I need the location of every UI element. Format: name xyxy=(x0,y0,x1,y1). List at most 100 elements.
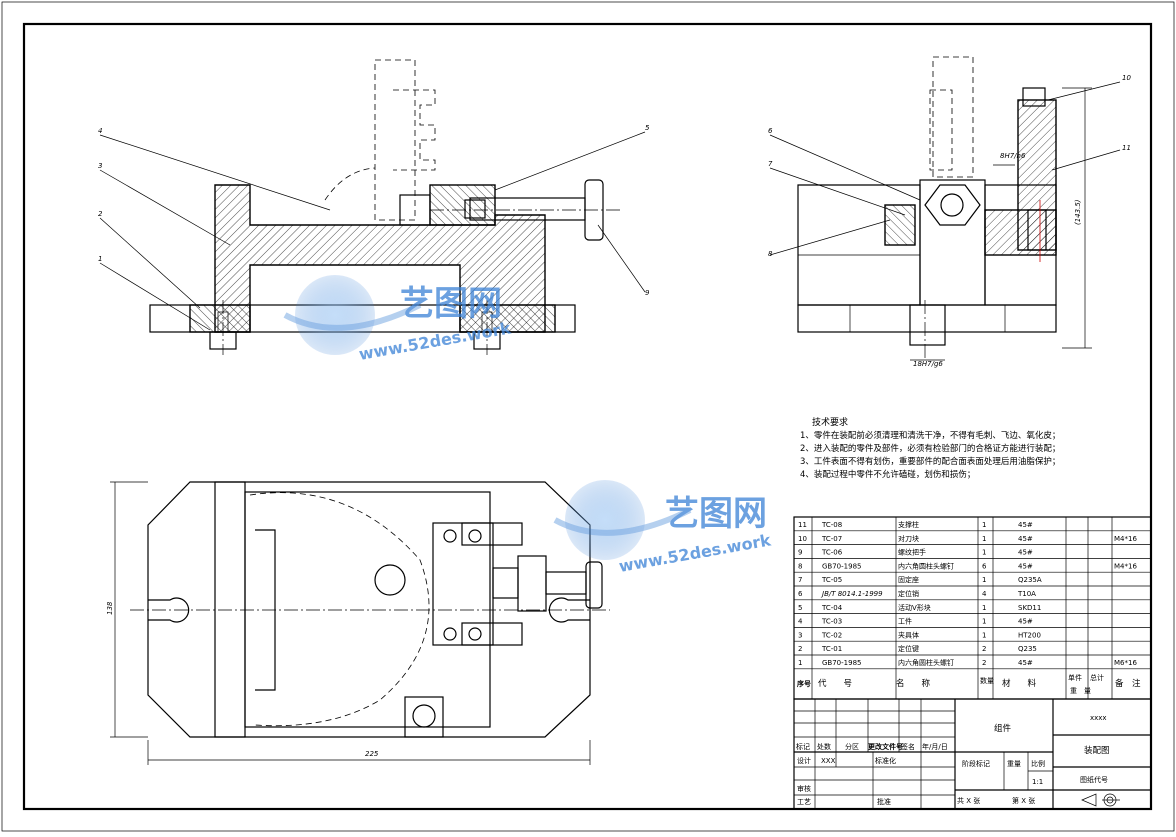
balloon-4: 4 xyxy=(98,127,102,135)
watermark-2-cn: 艺图网 xyxy=(665,494,767,534)
bom-header-note: 备 注 xyxy=(1115,678,1141,689)
bom-cell-material: SKD11 xyxy=(1018,604,1041,612)
balloon-11: 11 xyxy=(1122,144,1131,152)
tb-approve: 批准 xyxy=(877,797,891,806)
tb-label-sign: 签名 xyxy=(901,742,915,751)
tech-req-line-3: 3、工件表面不得有划伤，重要部件的配合面表面处理后用油脂保护； xyxy=(800,456,1060,467)
bom-cell-note: M6*16 xyxy=(1114,659,1137,667)
bom-cell-code: TC-02 xyxy=(821,631,842,639)
bom-cell-qty: 1 xyxy=(982,618,986,626)
bom-cell-code: GB70-1985 xyxy=(822,562,861,570)
bom-cell-name: 活动V形块 xyxy=(898,603,931,612)
bom-cell-no: 11 xyxy=(798,521,807,529)
dim-plan-height: 138 xyxy=(106,601,114,615)
bom-cell-code: TC-01 xyxy=(821,645,842,653)
tb-assembly: 组件 xyxy=(994,723,1012,734)
bom-cell-code: TC-03 xyxy=(821,618,842,626)
tb-drawing-code: 图纸代号 xyxy=(1080,775,1108,784)
balloon-9: 9 xyxy=(645,289,650,297)
watermark-2: 艺图网 www.52des.work xyxy=(553,480,773,576)
bom-cell-qty: 1 xyxy=(982,535,986,543)
bom-cell-code: TC-05 xyxy=(821,576,842,584)
bom-cell-no: 9 xyxy=(798,549,802,557)
bom-cell-no: 8 xyxy=(798,562,802,570)
bom-cell-material: 45# xyxy=(1018,535,1033,543)
bom-cell-no: 3 xyxy=(798,631,802,639)
tb-label-mark: 标记 xyxy=(796,742,810,751)
bom-header-no: 序号 xyxy=(796,679,811,688)
tb-stage: 阶段标记 xyxy=(962,759,990,768)
bom-cell-name: 螺纹把手 xyxy=(898,548,926,557)
bom-cell-qty: 2 xyxy=(982,645,986,653)
watermark-1-url: www.52des.work xyxy=(357,318,512,363)
tb-drawing-name: 装配图 xyxy=(1084,745,1110,756)
balloon-8: 8 xyxy=(768,250,773,258)
watermark-1: 艺图网 www.52des.work xyxy=(283,275,513,364)
drawing-frame xyxy=(22,22,1153,811)
bom-cell-code: TC-04 xyxy=(821,604,843,612)
bom-cell-note: M4*16 xyxy=(1114,562,1137,570)
bom-cell-code: JB/T 8014.1-1999 xyxy=(820,590,883,598)
balloon-3: 3 xyxy=(98,162,102,170)
bom-cell-code: TC-06 xyxy=(821,549,843,557)
tb-sheet-no: 第 X 张 xyxy=(1012,796,1035,805)
tb-standard: 标准化 xyxy=(875,756,896,765)
tb-design: 设计 xyxy=(797,756,811,765)
bom-header-qty: 数量 xyxy=(980,676,994,685)
technical-requirements: 技术要求 1、零件在装配前必须清理和清洗干净，不得有毛刺、飞边、氧化皮； 2、进… xyxy=(800,416,1060,480)
projection-symbol-icon xyxy=(1081,793,1120,807)
bom-cell-no: 10 xyxy=(798,535,807,543)
bom-cell-material: 45# xyxy=(1018,521,1033,529)
watermark-1-cn: 艺图网 xyxy=(400,284,502,324)
bom-cell-qty: 1 xyxy=(982,631,986,639)
bom-cell-no: 1 xyxy=(798,659,802,667)
bom-cell-no: 7 xyxy=(798,576,802,584)
tb-label-zone: 分区 xyxy=(845,742,859,751)
tb-label-count: 处数 xyxy=(817,742,831,751)
side-view xyxy=(769,56,1121,361)
bom-cell-code: TC-07 xyxy=(821,535,842,543)
bom-cell-no: 6 xyxy=(798,590,803,598)
bom-cell-qty: 6 xyxy=(982,562,987,570)
dim-plan-width: 225 xyxy=(365,750,379,758)
tb-review: 审核 xyxy=(797,784,811,793)
bom-header-code: 代 号 xyxy=(818,678,852,689)
bom-cell-qty: 1 xyxy=(982,604,986,612)
tb-designer: XXX xyxy=(821,757,836,765)
bom-cell-material: Q235 xyxy=(1018,645,1037,653)
tech-req-line-2: 2、进入装配的零件及部件，必须有检验部门的合格证方能进行装配； xyxy=(800,443,1060,454)
plan-view xyxy=(110,481,610,765)
tech-req-title: 技术要求 xyxy=(812,416,848,428)
bom-header-single: 单件 xyxy=(1068,673,1082,682)
tb-scale: 1:1 xyxy=(1032,778,1043,786)
bom-cell-name: 定位销 xyxy=(898,589,919,598)
dim-side-height: (143.5) xyxy=(1074,199,1082,225)
balloon-2: 2 xyxy=(98,210,103,218)
bom-cell-qty: 4 xyxy=(982,590,987,598)
bom-cell-name: 工件 xyxy=(898,617,912,626)
bom-cell-name: 支撑柱 xyxy=(898,520,919,529)
dim-side-fit: 8H7/h6 xyxy=(1000,152,1026,160)
bom-row: 3 TC-02 夹具体 1 HT200 xyxy=(798,630,1041,639)
bom-cell-name: 夹具体 xyxy=(898,630,919,639)
title-block: 标记 处数 分区 更改文件号 签名 年/月/日 设计 XXX 标准化 审核 工艺… xyxy=(793,698,1152,810)
front-view xyxy=(99,59,646,355)
balloon-1: 1 xyxy=(98,255,102,263)
tech-req-line-4: 4、装配过程中零件不允许磕碰，划伤和损伤； xyxy=(800,469,975,480)
bom-cell-material: 45# xyxy=(1018,549,1033,557)
bom-cell-name: 固定座 xyxy=(898,575,919,584)
bom-cell-qty: 1 xyxy=(982,576,986,584)
tech-req-line-1: 1、零件在装配前必须清理和清洗干净，不得有毛刺、飞边、氧化皮； xyxy=(800,430,1060,441)
balloon-10: 10 xyxy=(1122,74,1131,82)
bom-cell-material: HT200 xyxy=(1018,631,1041,639)
